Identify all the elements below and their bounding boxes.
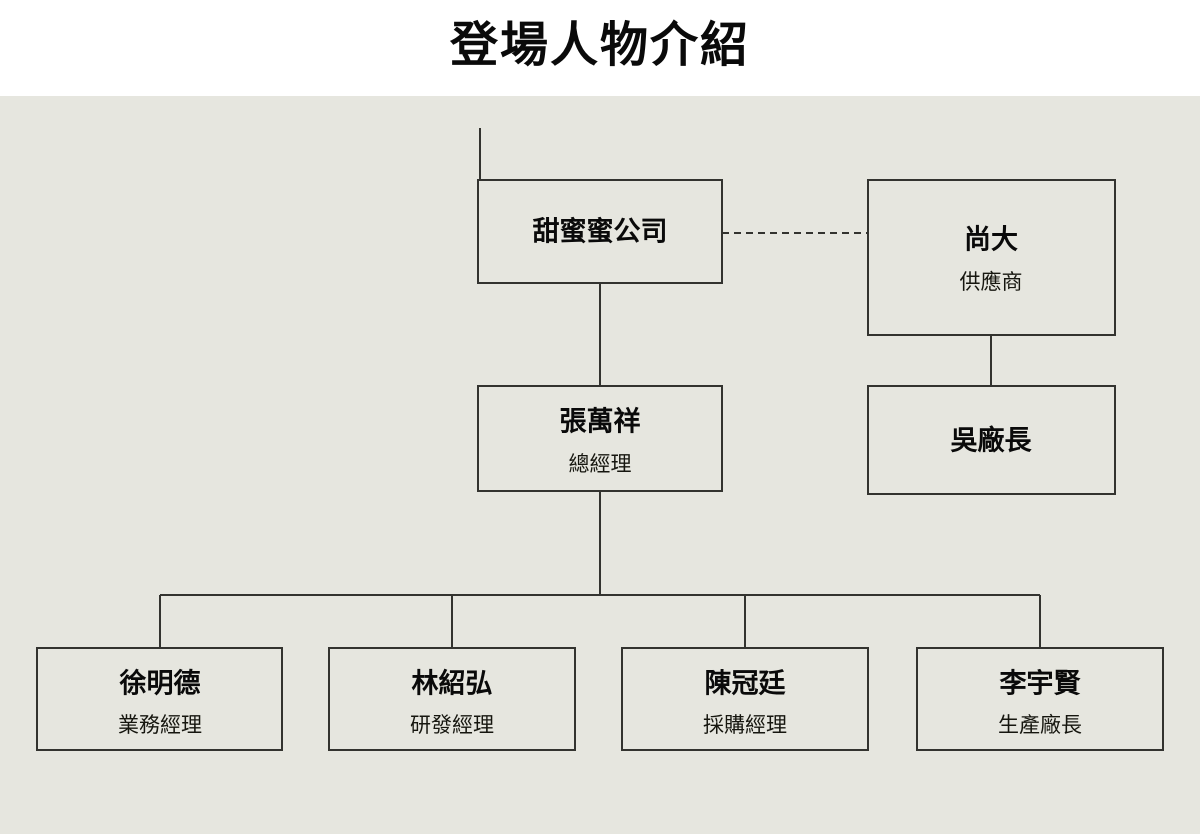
node-gm-title: 張萬祥 [560, 406, 641, 438]
node-gm-subtitle: 總經理 [569, 452, 632, 476]
node-supplier-title: 尚大 [964, 225, 1018, 256]
node-gm-box[interactable] [477, 385, 723, 492]
node-supplier-subtitle: 供應商 [960, 270, 1023, 294]
page-title: 登場人物介紹 [449, 17, 750, 73]
node-procurement-title: 陳冠廷 [705, 669, 786, 700]
node-sales-box[interactable] [36, 647, 283, 751]
org-chart-panel: 甜蜜蜜公司 尚大 供應商 張萬祥 總經理 吳廠長 徐明德 [0, 96, 1200, 834]
node-rnd[interactable]: 林紹弘 研發經理 [328, 647, 576, 751]
node-company-title: 甜蜜蜜公司 [533, 217, 668, 248]
node-factory-wu[interactable]: 吳廠長 [867, 385, 1116, 495]
node-sales-title: 徐明德 [119, 668, 201, 700]
node-supplier-box[interactable] [867, 179, 1116, 336]
node-rnd-box[interactable] [328, 647, 576, 751]
node-factory-wu-box[interactable] [867, 385, 1116, 495]
node-company-box[interactable] [477, 179, 723, 284]
node-procurement-subtitle: 採購經理 [703, 713, 787, 737]
node-factory-wu-title: 吳廠長 [951, 425, 1033, 457]
node-supplier[interactable]: 尚大 供應商 [867, 179, 1116, 336]
node-procurement-box[interactable] [621, 647, 869, 751]
node-rnd-title: 林紹弘 [412, 668, 493, 700]
node-sales-subtitle: 業務經理 [118, 713, 202, 737]
node-production-title: 李宇賢 [999, 669, 1082, 700]
node-company[interactable]: 甜蜜蜜公司 [477, 179, 723, 284]
node-sales[interactable]: 徐明德 業務經理 [36, 647, 283, 751]
node-procurement[interactable]: 陳冠廷 採購經理 [621, 647, 869, 751]
node-production-subtitle: 生產廠長 [998, 713, 1082, 737]
org-chart-svg: 甜蜜蜜公司 尚大 供應商 張萬祥 總經理 吳廠長 徐明德 [36, 128, 1164, 751]
connector-layer [159, 128, 1041, 648]
node-gm[interactable]: 張萬祥 總經理 [477, 385, 723, 492]
node-production[interactable]: 李宇賢 生產廠長 [916, 647, 1164, 751]
node-rnd-subtitle: 研發經理 [410, 713, 494, 737]
title-header: 登場人物介紹 [0, 0, 1200, 96]
node-production-box[interactable] [916, 647, 1164, 751]
